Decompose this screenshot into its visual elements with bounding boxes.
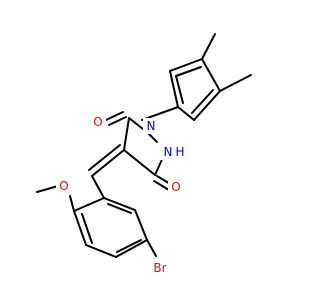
nh-nitrogen-label: N bbox=[164, 145, 173, 159]
bond-c3-o-b bbox=[153, 180, 170, 191]
bond-aryl2-3 bbox=[169, 58, 203, 72]
label-bg-br bbox=[148, 260, 172, 276]
bond-aryl1-2-inner bbox=[175, 75, 184, 104]
bond-lower3-4-inner bbox=[116, 239, 142, 253]
bond-methyl-top bbox=[201, 33, 216, 60]
bond-aryl4-5-inner bbox=[191, 89, 214, 114]
label-bg-upper-o bbox=[90, 114, 106, 130]
label-bg-ring-n bbox=[143, 118, 159, 134]
label-bg-nh-n bbox=[160, 144, 176, 160]
bond-lower4-5 bbox=[85, 244, 117, 258]
bond-lower3-4 bbox=[115, 239, 148, 258]
bond-aryl1-2 bbox=[169, 70, 179, 108]
bond-c4-c3 bbox=[123, 149, 156, 176]
bond-aryl2-3-inner bbox=[175, 66, 202, 77]
bond-lower5-6 bbox=[73, 210, 87, 246]
chemical-structure-diagram: O N N H O O Br bbox=[36, 33, 252, 276]
label-bg-methoxy-o bbox=[56, 178, 72, 194]
bond-exo-a bbox=[91, 149, 125, 177]
bond-n1-aryl bbox=[141, 106, 179, 121]
bond-exo-b bbox=[88, 144, 121, 171]
bond-n1-c5 bbox=[128, 117, 144, 130]
upper-carbonyl-oxygen-label: O bbox=[93, 115, 102, 129]
bond-c5-c4 bbox=[123, 117, 130, 151]
bond-lower2-3 bbox=[134, 209, 148, 241]
bond-vinyl-aryl bbox=[91, 175, 105, 199]
bond-methyl-side bbox=[219, 74, 252, 92]
lower-carbonyl-oxygen-label: O bbox=[171, 180, 180, 194]
bond-aryl5-1 bbox=[177, 106, 195, 121]
nh-hydrogen-label: H bbox=[175, 145, 184, 159]
bond-c5-o-a bbox=[108, 116, 127, 126]
bond-lower1-2-inner bbox=[107, 203, 132, 214]
bromine-label: Br bbox=[153, 261, 166, 275]
bond-aryl3-4 bbox=[201, 58, 221, 92]
label-bg-lower-o bbox=[168, 179, 184, 195]
bond-c5-o-b bbox=[105, 111, 124, 121]
bond-lower5-6-inner bbox=[81, 213, 93, 244]
bond-lower6-1 bbox=[73, 197, 105, 212]
bond-aryl-br bbox=[146, 239, 157, 257]
atom-label-layer: O N N H O O Br bbox=[56, 114, 187, 276]
bond-aryl-o bbox=[69, 195, 75, 212]
bond-lower1-2 bbox=[103, 197, 136, 211]
bond-aryl4-5 bbox=[193, 90, 221, 121]
ring-nitrogen-label: N bbox=[147, 119, 156, 133]
methoxy-oxygen-label: O bbox=[59, 179, 68, 193]
bond-layer bbox=[36, 33, 252, 258]
bond-o-methyl bbox=[36, 185, 59, 193]
label-bg-nh-h bbox=[173, 144, 187, 160]
